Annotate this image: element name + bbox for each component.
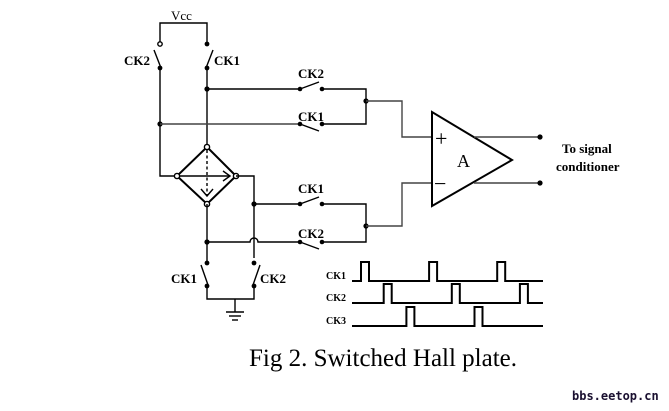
timing-label-ck1: CK1 [326, 271, 346, 282]
wire-ground-rail [206, 286, 255, 300]
amplifier-label: A [457, 151, 470, 171]
switch-plus-ck1-label: CK1 [298, 109, 324, 124]
wire-plus-merge [322, 88, 367, 125]
amplifier: + − A [431, 110, 514, 208]
switch-plus-ck1: CK1 [297, 109, 325, 132]
vcc-rail [159, 22, 208, 42]
waveform-ck1 [352, 261, 543, 282]
output-label-line2: conditioner [556, 159, 620, 174]
waveform-ck2 [352, 283, 543, 304]
wire-plate-right [236, 175, 255, 258]
switch-top-right: CK1 [204, 41, 240, 71]
switch-bottom-left: CK1 [171, 260, 210, 289]
arrow-down-icon [200, 188, 214, 198]
current-arrow-icon [222, 170, 232, 182]
timing-label-ck3: CK3 [326, 316, 346, 327]
wire-minus-lower-with-crossover [207, 237, 298, 243]
switch-bottom-right: CK2 [251, 260, 286, 289]
plus-sign: + [435, 126, 447, 151]
ground-icon [226, 299, 244, 321]
switch-top-right-label: CK1 [214, 53, 240, 68]
switch-bottom-left-label: CK1 [171, 271, 197, 286]
timing-diagram: CK1 CK2 CK3 [326, 261, 543, 327]
watermark: bbs.eetop.cn [572, 389, 659, 403]
figure-caption: Fig 2. Switched Hall plate. [249, 345, 518, 372]
switch-minus-ck1-label: CK1 [298, 181, 324, 196]
switch-bottom-right-label: CK2 [260, 271, 286, 286]
output-terminal [537, 134, 543, 140]
switch-minus-ck2-label: CK2 [298, 226, 324, 241]
switch-minus-ck1: CK1 [297, 181, 325, 207]
timing-label-ck2: CK2 [326, 293, 346, 304]
minus-sign: − [434, 171, 446, 196]
wire-left-to-plate [159, 68, 177, 177]
vcc-label: Vcc [171, 8, 192, 23]
switch-top-left: CK2 [124, 41, 163, 71]
output-terminal [537, 180, 543, 186]
switch-minus-ck2: CK2 [297, 226, 325, 250]
switch-plus-ck2: CK2 [297, 66, 325, 92]
switch-top-left-label: CK2 [124, 53, 150, 68]
wire-to-minus-input [366, 182, 432, 227]
waveform-ck3 [352, 306, 543, 327]
wire-minus-merge [322, 203, 367, 243]
switch-plus-ck2-label: CK2 [298, 66, 324, 81]
wire-to-plus-input [366, 100, 432, 138]
hall-plate [173, 143, 240, 208]
output-label-line1: To signal [562, 141, 612, 156]
